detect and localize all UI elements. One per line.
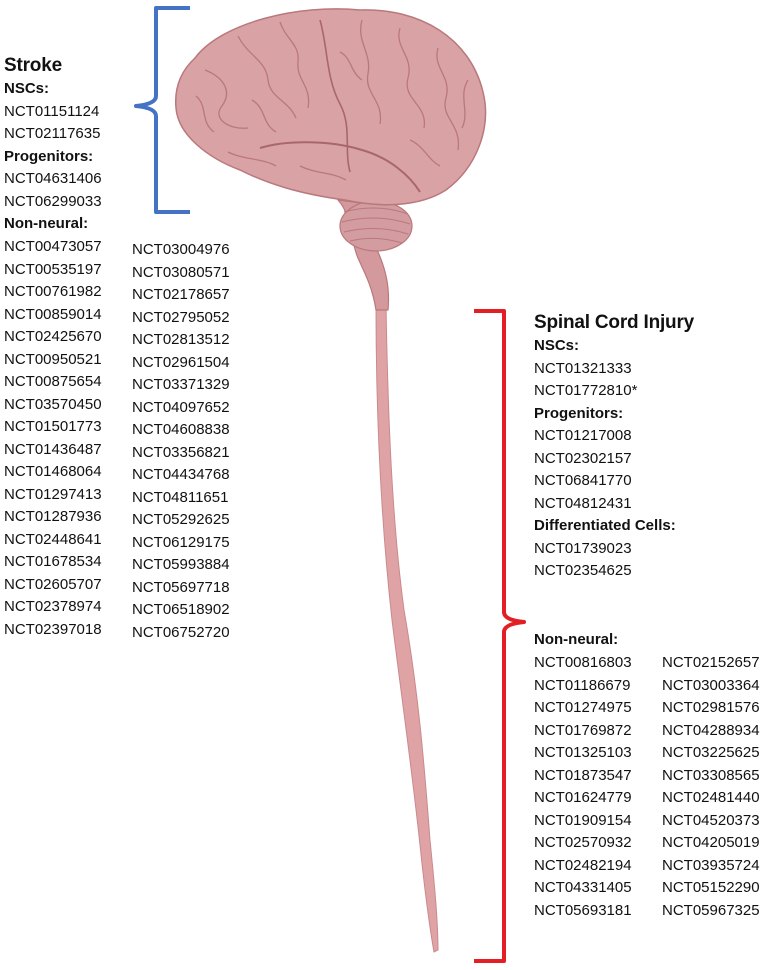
trial-id: NCT01436487 <box>4 440 102 458</box>
trial-id: NCT02813512 <box>132 331 230 348</box>
trial-id: NCT03356821 <box>132 443 230 461</box>
sci-non-neural-label: Non-neural: <box>534 631 619 648</box>
trial-id: NCT04520373 <box>662 811 760 829</box>
trial-id: NCT02354625 <box>534 562 632 579</box>
sci-title: Spinal Cord Injury <box>534 312 695 333</box>
stroke-nscs-list: NCT01151124 NCT02117635 <box>4 101 102 146</box>
trial-id: NCT01873547 <box>534 766 632 784</box>
trial-id: NCT04097652 <box>132 398 230 416</box>
sci-differentiated-list: NCT01739023 NCT02354625 <box>534 538 694 583</box>
trial-id: NCT06299033 <box>4 192 102 210</box>
trial-id: NCT04434768 <box>132 466 230 483</box>
trial-id: NCT04811651 <box>132 488 229 506</box>
stroke-non-neural-col1: NCT00473057 NCT00535197 NCT00761982 NCT0… <box>4 236 102 641</box>
stroke-nscs-label: NSCs: <box>4 80 50 97</box>
trial-id: NCT01217008 <box>534 427 632 444</box>
trial-id: NCT00816803 <box>534 654 632 671</box>
stroke-progenitors-label: Progenitors: <box>4 147 94 165</box>
trial-id: NCT04812431 <box>534 494 632 512</box>
trial-id: NCT03004976 <box>132 241 230 258</box>
stroke-non-neural-col2: NCT03004976 NCT03080571 NCT02178657 NCT0… <box>132 239 230 644</box>
trial-id: NCT00761982 <box>4 283 102 300</box>
trial-id: NCT02302157 <box>534 449 632 467</box>
trial-id: NCT01769872 <box>534 721 632 739</box>
trial-id: NCT02152657 <box>662 654 760 671</box>
trial-id: NCT02448641 <box>4 530 102 548</box>
trial-id: NCT00950521 <box>4 350 102 368</box>
sci-section: Spinal Cord Injury NSCs: NCT01321333 NCT… <box>534 311 694 583</box>
sci-progenitors-list: NCT01217008 NCT02302157 NCT06841770 NCT0… <box>534 425 694 515</box>
trial-id: NCT00473057 <box>4 238 102 255</box>
trial-id: NCT02961504 <box>132 353 230 371</box>
trial-id: NCT01274975 <box>534 699 632 716</box>
trial-id: NCT01678534 <box>4 553 102 570</box>
stroke-section: Stroke NSCs: NCT01151124 NCT02117635 Pro… <box>4 54 102 236</box>
trial-id: NCT02178657 <box>132 286 230 303</box>
trial-id: NCT06841770 <box>534 472 632 489</box>
trial-id: NCT01325103 <box>534 744 632 761</box>
trial-id: NCT05152290 <box>662 879 760 896</box>
trial-id: NCT02481440 <box>662 789 760 806</box>
trial-id: NCT04205019 <box>662 834 760 851</box>
stroke-non-neural-label: Non-neural: <box>4 215 89 232</box>
trial-id: NCT00875654 <box>4 373 102 390</box>
spinal-cord <box>375 304 439 953</box>
trial-id: NCT05697718 <box>132 578 230 596</box>
trial-id: NCT02795052 <box>132 308 230 326</box>
stroke-title: Stroke <box>4 55 62 76</box>
trial-id: NCT03080571 <box>132 263 230 281</box>
trial-id: NCT02425670 <box>4 328 102 345</box>
trial-id: NCT01287936 <box>4 508 102 525</box>
trial-id: NCT01624779 <box>534 789 632 806</box>
trial-id: NCT02570932 <box>534 834 632 851</box>
trial-id: NCT04331405 <box>534 879 632 896</box>
trial-id: NCT02397018 <box>4 620 102 638</box>
trial-id: NCT05693181 <box>534 901 632 919</box>
trial-id: NCT04608838 <box>132 421 230 438</box>
trial-id: NCT01468064 <box>4 463 102 480</box>
trial-id: NCT06129175 <box>132 533 230 551</box>
trial-id: NCT01772810* <box>534 382 638 399</box>
trial-id: NCT00859014 <box>4 305 102 323</box>
sci-non-neural-col1: NCT00816803 NCT01186679 NCT01274975 NCT0… <box>534 652 632 922</box>
trial-id: NCT01909154 <box>534 811 632 829</box>
sci-non-neural-col2: NCT02152657 NCT03003364 NCT02981576 NCT0… <box>662 652 760 922</box>
trial-id: NCT04631406 <box>4 170 102 187</box>
sci-nscs-list: NCT01321333 NCT01772810* <box>534 358 694 403</box>
trial-id: NCT01297413 <box>4 485 102 503</box>
cerebrum <box>174 8 487 206</box>
sci-progenitors-label: Progenitors: <box>534 404 624 422</box>
trial-id: NCT02605707 <box>4 575 102 593</box>
trial-id: NCT05292625 <box>132 511 230 528</box>
trial-id: NCT03003364 <box>662 676 760 694</box>
sci-nscs-label: NSCs: <box>534 337 580 354</box>
trial-id: NCT01739023 <box>534 539 632 557</box>
trial-id: NCT02117635 <box>4 125 101 142</box>
trial-id: NCT05967325 <box>662 901 760 919</box>
sci-non-neural-label-wrap: Non-neural: <box>534 629 618 652</box>
trial-id: NCT03371329 <box>132 376 230 393</box>
stroke-progenitors-list: NCT04631406 NCT06299033 <box>4 168 102 213</box>
trial-id: NCT06752720 <box>132 623 230 641</box>
trial-id: NCT01151124 <box>4 102 100 120</box>
sci-bracket <box>474 309 526 963</box>
trial-id: NCT03225625 <box>662 744 760 761</box>
trial-id: NCT03570450 <box>4 395 102 413</box>
trial-id: NCT02482194 <box>534 856 632 874</box>
trial-id: NCT06518902 <box>132 601 230 618</box>
trial-id: NCT01186679 <box>534 676 631 694</box>
trial-id: NCT05993884 <box>132 556 230 573</box>
sci-differentiated-label: Differentiated Cells: <box>534 517 676 534</box>
cerebellum <box>339 200 413 252</box>
stroke-bracket <box>134 6 190 214</box>
trial-id: NCT01321333 <box>534 359 632 377</box>
trial-id: NCT02378974 <box>4 598 102 615</box>
trial-id: NCT04288934 <box>662 721 760 739</box>
trial-id: NCT03308565 <box>662 766 760 784</box>
trial-id: NCT02981576 <box>662 699 760 716</box>
trial-id: NCT03935724 <box>662 856 760 874</box>
trial-id: NCT00535197 <box>4 260 102 278</box>
trial-id: NCT01501773 <box>4 418 102 435</box>
